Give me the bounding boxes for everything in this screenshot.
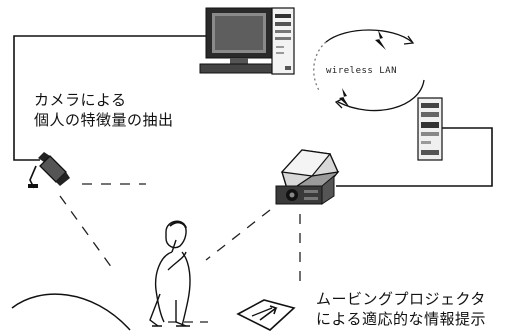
camera-caption-line1: カメラによる bbox=[34, 91, 127, 109]
camera-caption: カメラによる 個人の特徴量の抽出 bbox=[34, 90, 174, 130]
server-to-projector-cable bbox=[336, 127, 493, 187]
projected-display bbox=[236, 299, 296, 331]
projector-icon bbox=[275, 149, 340, 205]
camera-caption-line2: 個人の特徴量の抽出 bbox=[34, 111, 174, 129]
wireless-lan-label: wireless LAN bbox=[326, 66, 398, 76]
arrow-icon bbox=[259, 305, 278, 321]
pc-to-camera-cable bbox=[13, 35, 208, 161]
floor-line bbox=[11, 293, 131, 331]
view-lines bbox=[59, 183, 301, 290]
person-icon bbox=[149, 220, 191, 327]
lightning-icon bbox=[339, 30, 386, 108]
camera-icon bbox=[28, 152, 70, 189]
wireless-link bbox=[313, 29, 425, 112]
pc-icon bbox=[199, 7, 295, 75]
server-icon bbox=[417, 97, 443, 161]
projector-caption-line2: による適応的な情報提示 bbox=[316, 310, 487, 328]
projector-caption-line1: ムービングプロジェクタ bbox=[316, 290, 486, 308]
projector-caption: ムービングプロジェクタ による適応的な情報提示 bbox=[316, 289, 486, 329]
